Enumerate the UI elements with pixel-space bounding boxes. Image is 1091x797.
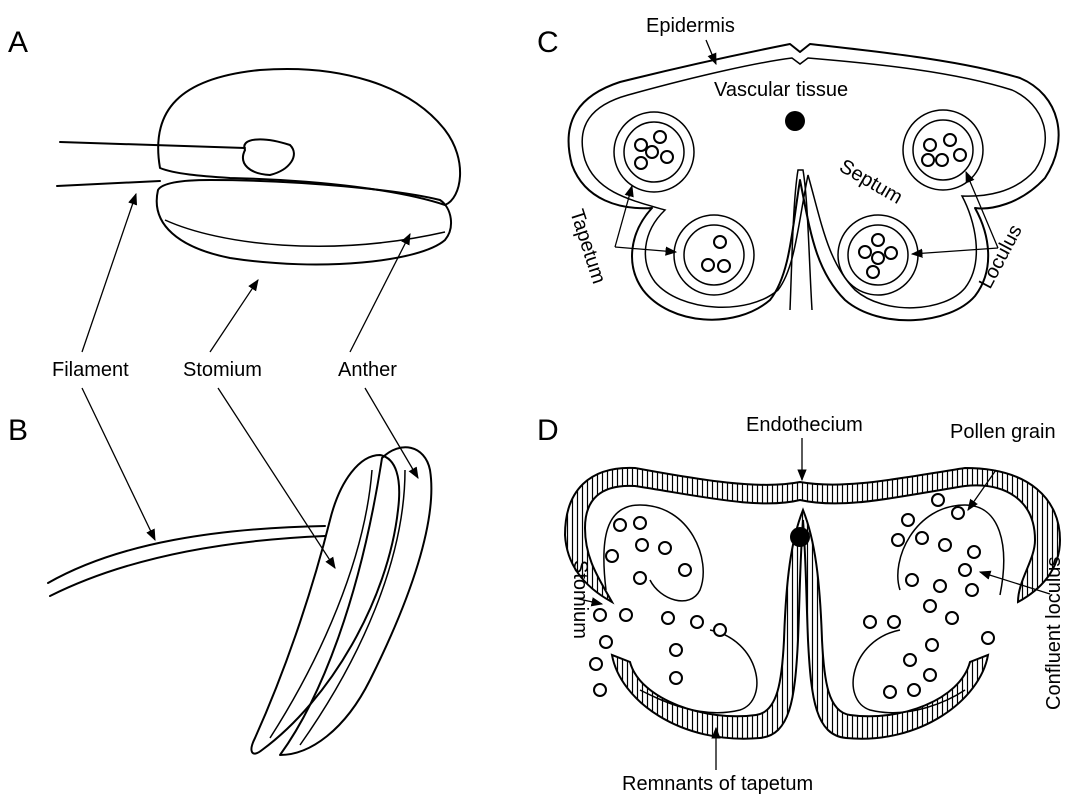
arrow-loculus-b <box>912 248 998 254</box>
label-pollen-grain: Pollen grain <box>950 421 1056 443</box>
panel-letter-c: C <box>537 26 559 59</box>
filament-upper-edge <box>60 142 245 148</box>
label-anther: Anther <box>338 359 397 381</box>
arrow-tapetum-a <box>615 186 632 247</box>
locule-c-lower-right <box>838 215 918 295</box>
arrow-anther-b <box>365 388 418 478</box>
label-septum: Septum <box>836 155 907 209</box>
label-remnants-of-tapetum: Remnants of tapetum <box>622 773 813 795</box>
filament-lower-edge <box>57 181 160 186</box>
arrow-filament-b <box>82 388 155 540</box>
label-tapetum: Tapetum <box>565 207 610 287</box>
anther-upper-lobe <box>158 69 460 205</box>
arrow-loculus-a <box>966 172 998 248</box>
arrow-anther-a <box>350 234 410 352</box>
label-vascular-tissue: Vascular tissue <box>714 79 848 101</box>
panel-letter-b: B <box>8 414 28 447</box>
anther-b-back-lobe <box>280 447 431 755</box>
locule-c-lower-left <box>674 215 754 295</box>
label-epidermis: Epidermis <box>646 15 735 37</box>
label-endothecium: Endothecium <box>746 414 863 436</box>
panel-letter-d: D <box>537 414 559 447</box>
panel-b: B <box>8 414 431 755</box>
section-c-septum <box>790 170 812 310</box>
filament-b-edge-1 <box>48 526 325 583</box>
arrow-stomium-a <box>210 280 258 352</box>
labels-ab: Filament Stomium Anther <box>52 194 418 568</box>
filament-b-edge-2 <box>50 536 325 596</box>
anther-b-back-line <box>300 470 405 745</box>
panel-letter-a: A <box>8 26 28 59</box>
label-loculus: Loculus <box>975 221 1027 292</box>
panel-c: C <box>537 15 1059 320</box>
vascular-tissue-d <box>790 527 810 547</box>
locule-c-upper-left <box>614 112 694 192</box>
anther-lower-rim <box>165 220 445 246</box>
panel-a: A <box>8 26 460 264</box>
locule-c-upper-right <box>903 110 983 190</box>
anther-lower-lobe <box>157 180 451 264</box>
connective-knob <box>243 139 294 175</box>
label-filament: Filament <box>52 359 129 381</box>
arrow-stomium-b <box>218 388 335 568</box>
vascular-tissue-c <box>785 111 805 131</box>
label-stomium-ab: Stomium <box>183 359 262 381</box>
arrow-filament-a <box>82 194 136 352</box>
label-confluent-loculus: Confluent loculus <box>1043 557 1065 710</box>
anther-b-stomium-line <box>270 470 372 738</box>
panel-d: D <box>537 414 1065 795</box>
